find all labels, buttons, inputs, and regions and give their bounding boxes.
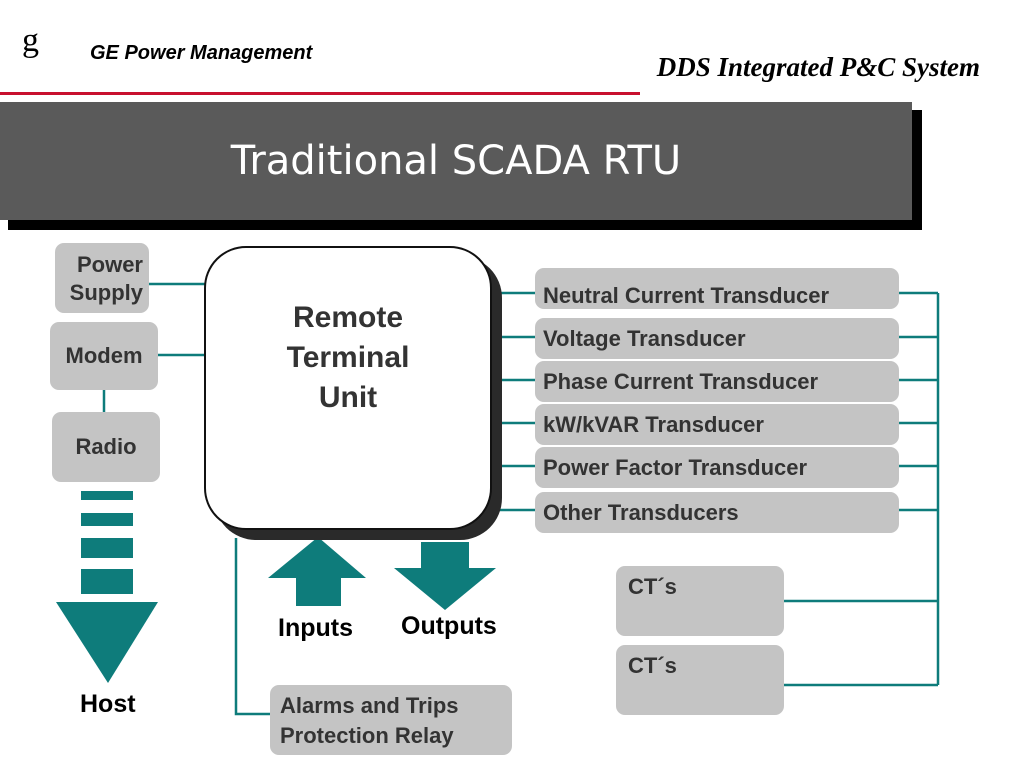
- rtu-line-2: Terminal: [286, 341, 410, 374]
- relay-box: Alarms and Trips Protection Relay: [270, 685, 512, 755]
- modem-box: Modem: [50, 322, 158, 390]
- transducer-kw-kvar: kW/kVAR Transducer: [535, 404, 899, 445]
- transducer-neutral-current: Neutral Current Transducer: [535, 268, 899, 309]
- outputs-label: Outputs: [401, 612, 497, 640]
- host-label: Host: [80, 690, 136, 718]
- inputs-arrow: [268, 537, 366, 606]
- relay-label-2: Protection Relay: [280, 723, 454, 748]
- rtu-box: Remote Terminal Unit: [204, 246, 492, 530]
- transducer-voltage: Voltage Transducer: [535, 318, 899, 359]
- ct-box-2: CT´s: [616, 645, 784, 715]
- transducer-other: Other Transducers: [535, 492, 899, 533]
- host-arrow-head: [56, 602, 158, 683]
- modem-label: Modem: [65, 343, 143, 368]
- outputs-arrow: [394, 542, 496, 610]
- host-arrow-bar-4: [81, 569, 133, 594]
- radio-box: Radio: [52, 412, 160, 482]
- company-name: GE Power Management: [90, 42, 313, 64]
- relay-label-1: Alarms and Trips: [280, 693, 459, 718]
- host-arrow-bar-2: [81, 513, 133, 526]
- power-supply-label-2: Supply: [69, 280, 143, 305]
- rtu-line-3: Unit: [318, 381, 378, 414]
- system-title: DDS Integrated P&C System: [656, 52, 980, 82]
- header-rule: [0, 92, 640, 95]
- transducer-power-factor: Power Factor Transducer: [535, 447, 899, 488]
- power-supply-box: Power Supply: [55, 243, 149, 313]
- power-supply-label-1: Power: [76, 252, 143, 277]
- transducer-phase-current: Phase Current Transducer: [535, 361, 899, 402]
- ct-box-1: CT´s: [616, 566, 784, 636]
- ge-logo: g: [22, 22, 39, 59]
- rtu-line-1: Remote: [292, 301, 404, 334]
- radio-label: Radio: [75, 434, 137, 459]
- title-banner: Traditional SCADA RTU: [0, 102, 912, 220]
- slide-title: Traditional SCADA RTU: [230, 138, 682, 184]
- host-arrow-bar-3: [81, 538, 133, 558]
- inputs-label: Inputs: [278, 614, 353, 642]
- host-arrow-bar-1: [81, 491, 133, 500]
- connector-relay: [234, 538, 272, 716]
